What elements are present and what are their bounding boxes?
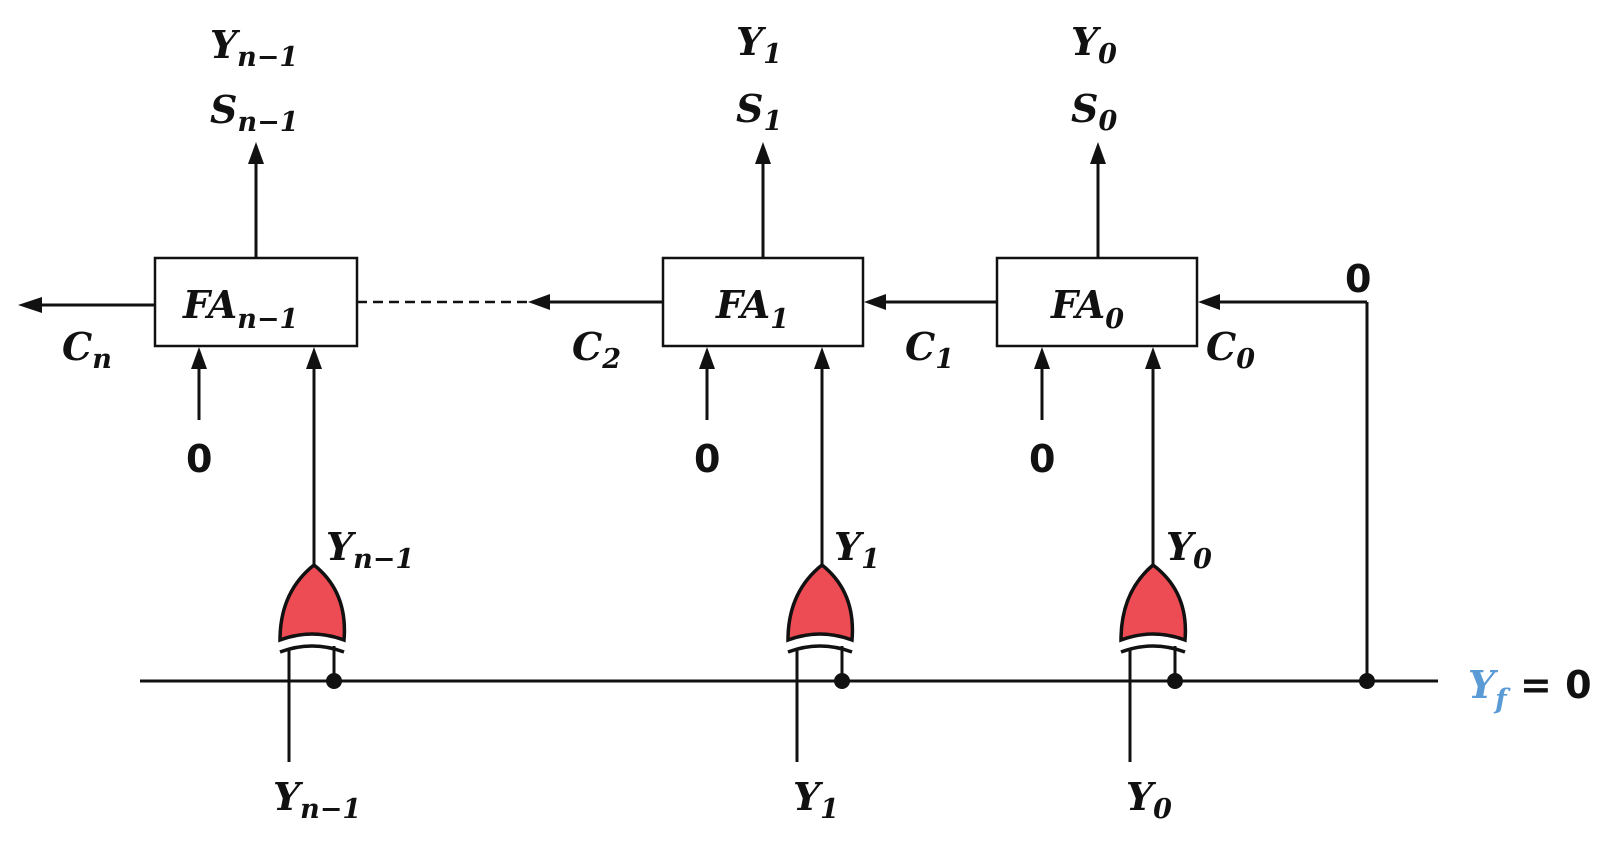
input-y-n-1-label: Yn−1 — [273, 774, 361, 825]
xor-gate-icon — [786, 562, 855, 643]
carry-c0-label: C0 — [1206, 324, 1255, 375]
xor-output-arrow-icon — [814, 347, 830, 369]
xor-output-arrow-icon — [306, 347, 322, 369]
carry-c1-arrow-icon — [864, 294, 886, 310]
xor-gate-icon — [1119, 562, 1188, 643]
carry-c2-label: C2 — [572, 324, 621, 375]
zero-input-arrow-icon — [1034, 347, 1050, 369]
output-y-n-1-label: Yn−1 — [210, 22, 298, 73]
output-y-1-label: Y1 — [736, 19, 782, 70]
carry-out-arrow-icon — [18, 297, 42, 313]
xor-output-label: Y1 — [834, 524, 880, 575]
zero-input-label: 0 — [186, 437, 212, 481]
sum-output-arrow-icon — [248, 142, 264, 164]
zero-input-label: 0 — [1029, 437, 1055, 481]
control-line: Yf = 0 — [140, 662, 1592, 715]
xor-gate-icon — [278, 562, 347, 643]
output-s-0-label: S0 — [1071, 86, 1117, 137]
stage-n-1: Yn−1 Sn−1 FAn−1 0 Yn−1 Yn−1 — [153, 22, 414, 825]
carry-c1-label: C1 — [905, 324, 954, 375]
full-adder-0-label: FA0 — [1050, 282, 1124, 335]
full-adder-1-label: FA1 — [715, 282, 789, 335]
xor-output-label: Y0 — [1166, 524, 1212, 575]
xor-output-arrow-icon — [1145, 347, 1161, 369]
zero-input-arrow-icon — [191, 347, 207, 369]
stage-1: Y1 S1 FA1 0 Y1 Y1 — [661, 19, 880, 825]
sum-output-arrow-icon — [1090, 142, 1106, 164]
input-y-0-label: Y0 — [1126, 774, 1172, 825]
junction-dot — [1359, 673, 1375, 689]
output-s-n-1-label: Sn−1 — [210, 87, 299, 138]
carry-in-value-label: 0 — [1345, 257, 1371, 301]
carry-chain: Cn C2 C1 C0 0 — [18, 257, 1371, 681]
carry-c2-arrow-icon — [528, 294, 550, 310]
output-s-1-label: S1 — [736, 86, 782, 137]
input-y-1-label: Y1 — [793, 774, 839, 825]
carry-c0-arrow-icon — [1198, 294, 1220, 310]
full-adder-1 — [661, 256, 865, 348]
full-adder-n-1-label: FAn−1 — [182, 282, 298, 335]
output-y-0-label: Y0 — [1071, 19, 1117, 70]
sum-output-arrow-icon — [755, 142, 771, 164]
xor-output-label: Yn−1 — [326, 524, 414, 575]
control-label: Yf = 0 — [1468, 662, 1592, 715]
xor-gate-back-curve — [1120, 644, 1186, 654]
stage-0: Y0 S0 FA0 0 Y0 Y0 — [995, 19, 1212, 825]
carry-cn-label: Cn — [62, 324, 112, 375]
xor-gate-back-curve — [787, 644, 853, 654]
zero-input-label: 0 — [694, 437, 720, 481]
xor-gate-back-curve — [279, 644, 345, 654]
zero-input-arrow-icon — [699, 347, 715, 369]
